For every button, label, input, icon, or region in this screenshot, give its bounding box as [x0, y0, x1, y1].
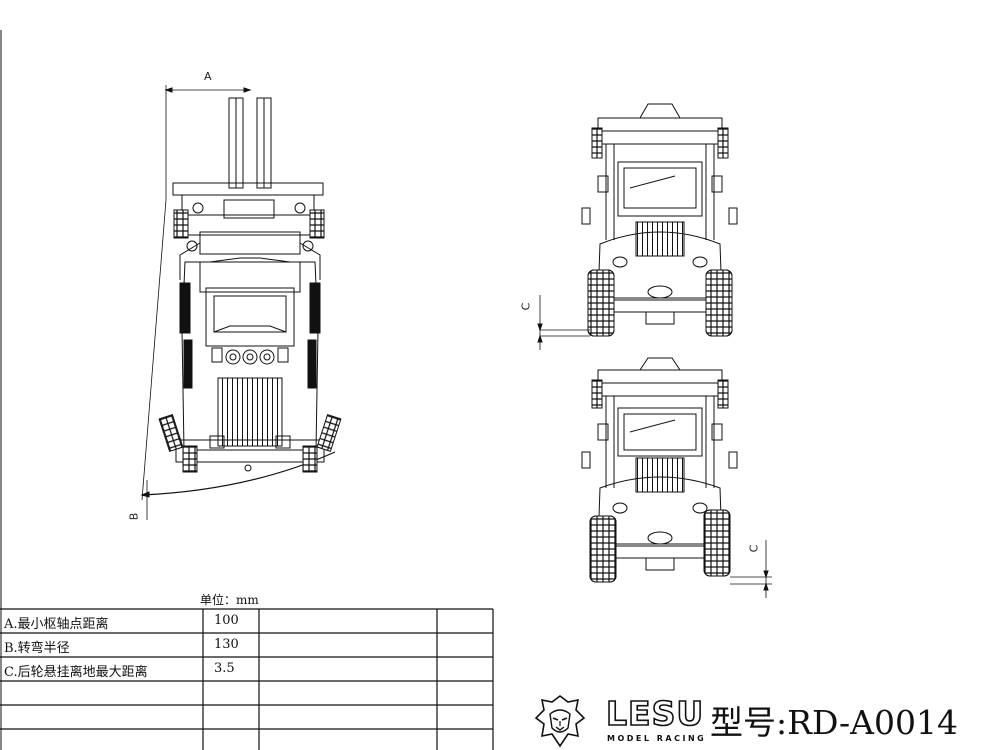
dim-a-label: A [204, 70, 212, 83]
model-label: 型号:RD-A0014 [710, 703, 958, 742]
spec-table-grid [0, 608, 494, 750]
spec-row-name: B.转弯半径 [4, 641, 70, 656]
dim-b-label: B [127, 512, 141, 521]
spec-row-value: 3.5 [214, 661, 235, 676]
lion-logo-icon [534, 695, 586, 748]
front-view-upper [537, 103, 738, 350]
dim-c-label-upper: C [519, 302, 533, 311]
brand-wordmark: LESU [605, 693, 705, 734]
spec-row-name: C.后轮悬挂离地最大距离 [4, 665, 148, 680]
brand-tagline: MODEL RACING [607, 734, 707, 743]
spec-row-value: 100 [214, 613, 239, 628]
spec-row-name: A.最小枢轴点距离 [4, 617, 109, 632]
unit-note: 单位：mm [200, 593, 259, 607]
front-view-lower [581, 357, 772, 598]
dim-c-label-lower: C [747, 544, 761, 553]
brand-block: LESU MODEL RACING 型号:RD-A0014 [532, 693, 992, 748]
spec-row-value: 130 [214, 637, 239, 652]
top-view [140, 85, 342, 520]
